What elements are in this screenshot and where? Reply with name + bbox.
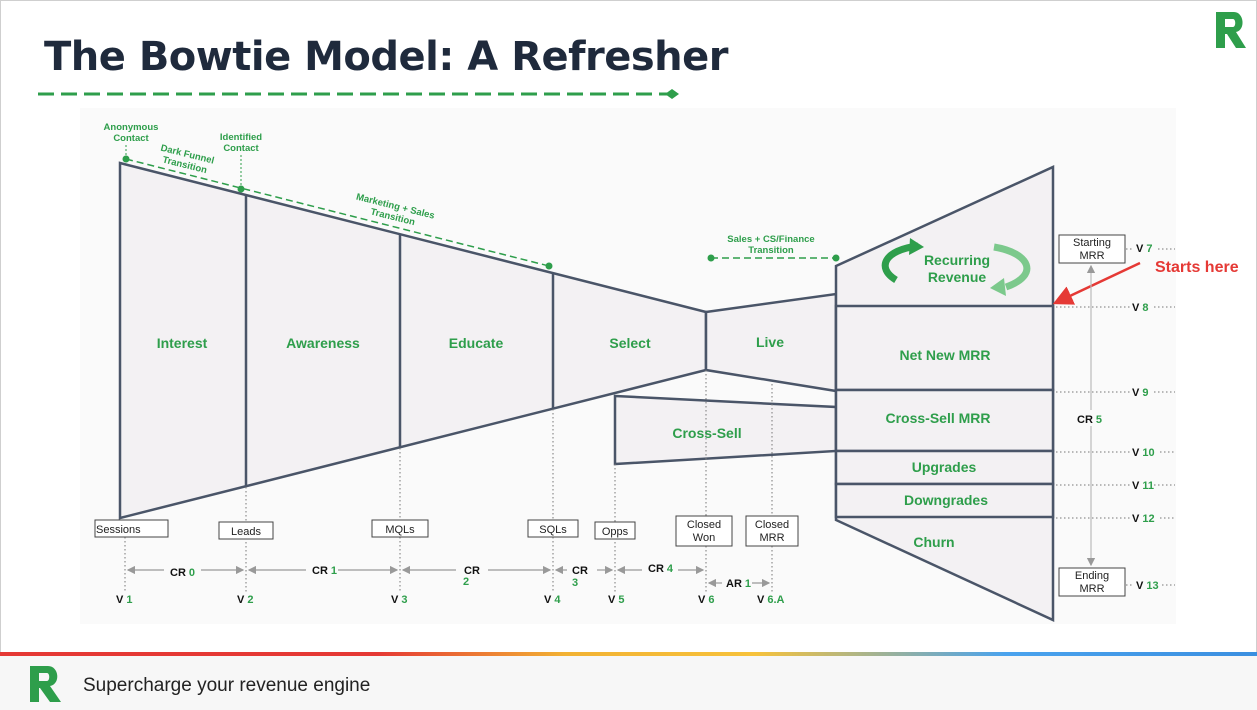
footer-tagline: Supercharge your revenue engine <box>83 675 371 696</box>
ending-mrr-box <box>1058 567 1126 597</box>
closed-mrr-label-1: Closed <box>755 519 789 531</box>
leads-box <box>218 521 274 540</box>
cr2-num: 2 <box>463 576 469 588</box>
starts-here-label: Starts here <box>1155 259 1239 276</box>
sqls-box <box>527 519 579 538</box>
logo-icon <box>1216 12 1246 48</box>
starting-mrr-box <box>1058 234 1126 264</box>
sessions-box <box>94 519 169 538</box>
transition-line <box>122 145 553 270</box>
stage-interest: Interest <box>157 335 208 351</box>
starting-mrr-label-1: Starting <box>1073 237 1111 249</box>
sessions-label: Sessions <box>96 524 141 536</box>
net-new-mrr-label: Net New MRR <box>899 347 990 363</box>
recurring-cycle-icon <box>881 238 1031 296</box>
cs-transition-line <box>707 254 840 262</box>
churn-label: Churn <box>913 534 954 550</box>
right-dotted-lines <box>1056 248 1175 586</box>
identified-contact-label-2: Contact <box>223 143 259 154</box>
closed-mrr-label-2: MRR <box>759 532 784 544</box>
cr3-key: CR <box>572 565 588 577</box>
ending-mrr-label-1: Ending <box>1075 570 1109 582</box>
cr-arrows <box>126 565 771 588</box>
closed-won-label-2: Won <box>693 532 715 544</box>
stage-educate: Educate <box>449 335 504 351</box>
cr3-num: 3 <box>572 577 578 589</box>
closed-won-label-1: Closed <box>687 519 721 531</box>
cross-sell-mrr-box <box>834 388 1055 453</box>
cr5-bg <box>1074 410 1108 426</box>
cross-sell-mrr-label: Cross-Sell MRR <box>885 410 990 426</box>
closed-mrr-box <box>745 515 799 547</box>
sqls-label: SQLs <box>539 524 567 536</box>
ending-mrr-label-2: MRR <box>1079 583 1104 595</box>
title-underline <box>38 89 679 99</box>
cs-transition-label-1: Sales + CS/Finance <box>727 234 814 245</box>
opps-box <box>594 521 636 540</box>
starts-here-arrow <box>1052 261 1141 305</box>
anonymous-contact-label-1: Anonymous <box>104 122 159 133</box>
starting-mrr-label-2: MRR <box>1079 250 1104 262</box>
cs-transition-label-2: Transition <box>748 245 794 256</box>
mqls-label: MQLs <box>385 524 415 536</box>
cr2-key: CR <box>464 565 480 577</box>
page-title: The Bowtie Model: A Refresher <box>44 34 729 80</box>
anonymous-contact-label-2: Contact <box>113 133 149 144</box>
identified-contact-label-1: Identified <box>220 132 262 143</box>
footer <box>0 656 1257 710</box>
stage-cross-sell: Cross-Sell <box>672 425 741 441</box>
stage-awareness: Awareness <box>286 335 360 351</box>
stage-live: Live <box>756 334 784 350</box>
footer-gradient-band <box>0 652 1257 656</box>
opps-label: Opps <box>602 526 629 538</box>
footer-logo-icon <box>30 666 61 702</box>
closed-won-box <box>675 515 733 547</box>
dotted-verticals <box>124 370 773 592</box>
downgrades-label: Downgrades <box>904 492 988 508</box>
stage-select: Select <box>609 335 651 351</box>
upgrades-label: Upgrades <box>912 459 977 475</box>
recurring-label-1: Recurring <box>924 252 990 268</box>
recurring-label-2: Revenue <box>928 269 987 285</box>
leads-label: Leads <box>231 526 261 538</box>
mqls-box <box>371 519 429 538</box>
downgrades-box <box>834 482 1055 519</box>
